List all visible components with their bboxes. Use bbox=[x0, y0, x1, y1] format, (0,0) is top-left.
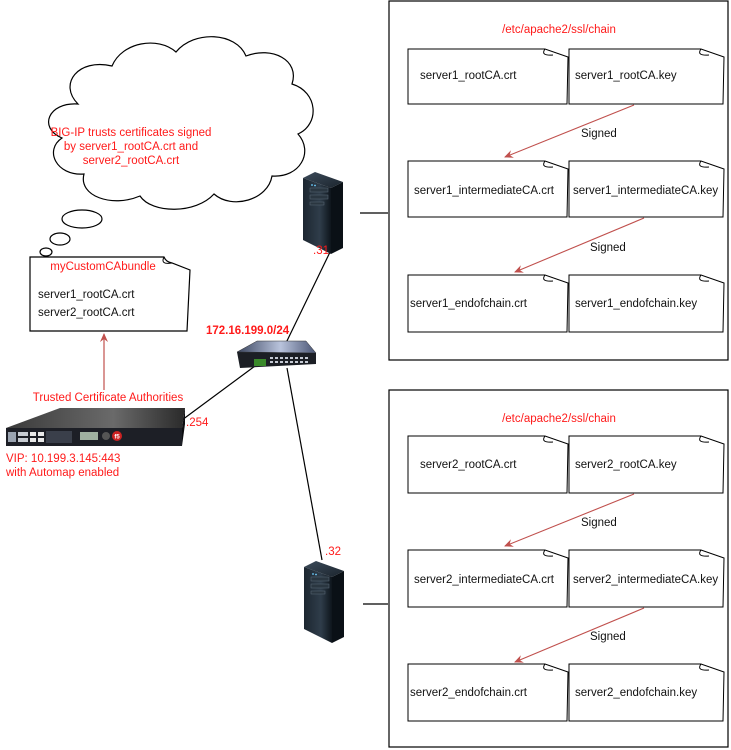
file-note-row: server1_rootCA.crt server1_rootCA.key bbox=[407, 48, 725, 105]
lcd-display bbox=[80, 432, 98, 440]
link-switch-server1 bbox=[284, 247, 333, 346]
thought-bubble-medium bbox=[49, 232, 71, 246]
bundle-note-shape bbox=[29, 256, 191, 332]
switch-led-ports bbox=[254, 359, 266, 366]
crt-file: server1_rootCA.crt bbox=[420, 70, 517, 82]
signed-label: Signed bbox=[581, 128, 617, 140]
bundle-item: server2_rootCA.crt bbox=[38, 307, 135, 319]
bundle-title: myCustomCAbundle bbox=[50, 261, 155, 273]
file-note-row: server2_intermediateCA.crt server2_inter… bbox=[407, 549, 725, 608]
crt-file: server1_endofchain.crt bbox=[410, 298, 528, 310]
file-note-row: server2_endofchain.crt server2_endofchai… bbox=[407, 663, 725, 722]
server-tower-icon bbox=[303, 172, 343, 254]
signed-arrow bbox=[504, 104, 635, 158]
server-tower-icon bbox=[304, 561, 344, 643]
cloud-shape bbox=[48, 36, 314, 210]
crt-file: server1_intermediateCA.crt bbox=[414, 185, 555, 197]
crt-file: server2_endofchain.crt bbox=[410, 687, 528, 699]
file-note-row: server2_rootCA.crt server2_rootCA.key bbox=[407, 435, 725, 494]
signed-label: Signed bbox=[590, 242, 626, 254]
cloud-text-line-2: by server1_rootCA.crt and bbox=[64, 141, 198, 153]
folder-path: /etc/apache2/ssl/chain bbox=[502, 24, 616, 36]
key-file: server2_rootCA.key bbox=[575, 459, 677, 471]
key-file: server2_intermediateCA.key bbox=[573, 574, 718, 586]
crt-file: server2_rootCA.crt bbox=[420, 459, 517, 471]
f5-appliance-icon: f5 bbox=[6, 408, 185, 446]
bigip-ip-suffix: .254 bbox=[186, 417, 209, 429]
key-file: server1_rootCA.key bbox=[575, 70, 677, 82]
network-switch-icon bbox=[236, 340, 317, 368]
server2-cert-folder: /etc/apache2/ssl/chain server2_rootCA.cr… bbox=[388, 389, 729, 748]
signed-arrow bbox=[514, 217, 645, 273]
network-links bbox=[181, 212, 388, 605]
file-note-row: server1_endofchain.crt server1_endofchai… bbox=[407, 274, 725, 333]
bundle-item: server1_rootCA.crt bbox=[38, 289, 135, 301]
folder-path: /etc/apache2/ssl/chain bbox=[502, 413, 616, 425]
thought-cloud: BIG-IP trusts certificates signed by ser… bbox=[39, 36, 314, 257]
server1-cert-folder: /etc/apache2/ssl/chain server1_rootCA.cr… bbox=[388, 0, 729, 361]
link-switch-server2 bbox=[286, 367, 323, 561]
file-note-row: server1_intermediateCA.crt server1_inter… bbox=[407, 160, 725, 218]
signed-arrow bbox=[514, 607, 645, 663]
f5-logo bbox=[112, 431, 122, 441]
subnet-label: 172.16.199.0/24 bbox=[206, 325, 290, 337]
signed-label: Signed bbox=[590, 631, 626, 643]
vip-label-line-1: VIP: 10.199.3.145:443 bbox=[6, 453, 120, 465]
link-bigip-switch bbox=[181, 365, 256, 421]
trusted-ca-label: Trusted Certificate Authorities bbox=[33, 392, 184, 404]
cloud-text-line-3: server2_rootCA.crt bbox=[83, 155, 180, 167]
thought-bubble-large bbox=[61, 209, 103, 229]
signed-arrow bbox=[504, 493, 635, 547]
ca-bundle-note: myCustomCAbundle server1_rootCA.crt serv… bbox=[29, 256, 191, 332]
key-file: server1_intermediateCA.key bbox=[573, 185, 718, 197]
server1-ip-suffix: .31 bbox=[313, 245, 329, 257]
svg-text:f5: f5 bbox=[114, 435, 120, 441]
thought-bubble-small bbox=[39, 247, 53, 257]
key-file: server2_endofchain.key bbox=[575, 687, 697, 699]
signed-label: Signed bbox=[581, 517, 617, 529]
bundle-note-fold bbox=[162, 256, 173, 264]
key-file: server1_endofchain.key bbox=[575, 298, 697, 310]
crt-file: server2_intermediateCA.crt bbox=[414, 574, 555, 586]
cloud-text-line-1: BIG-IP trusts certificates signed bbox=[51, 127, 212, 139]
vip-label-line-2: with Automap enabled bbox=[5, 467, 119, 479]
server2-ip-suffix: .32 bbox=[325, 546, 341, 558]
